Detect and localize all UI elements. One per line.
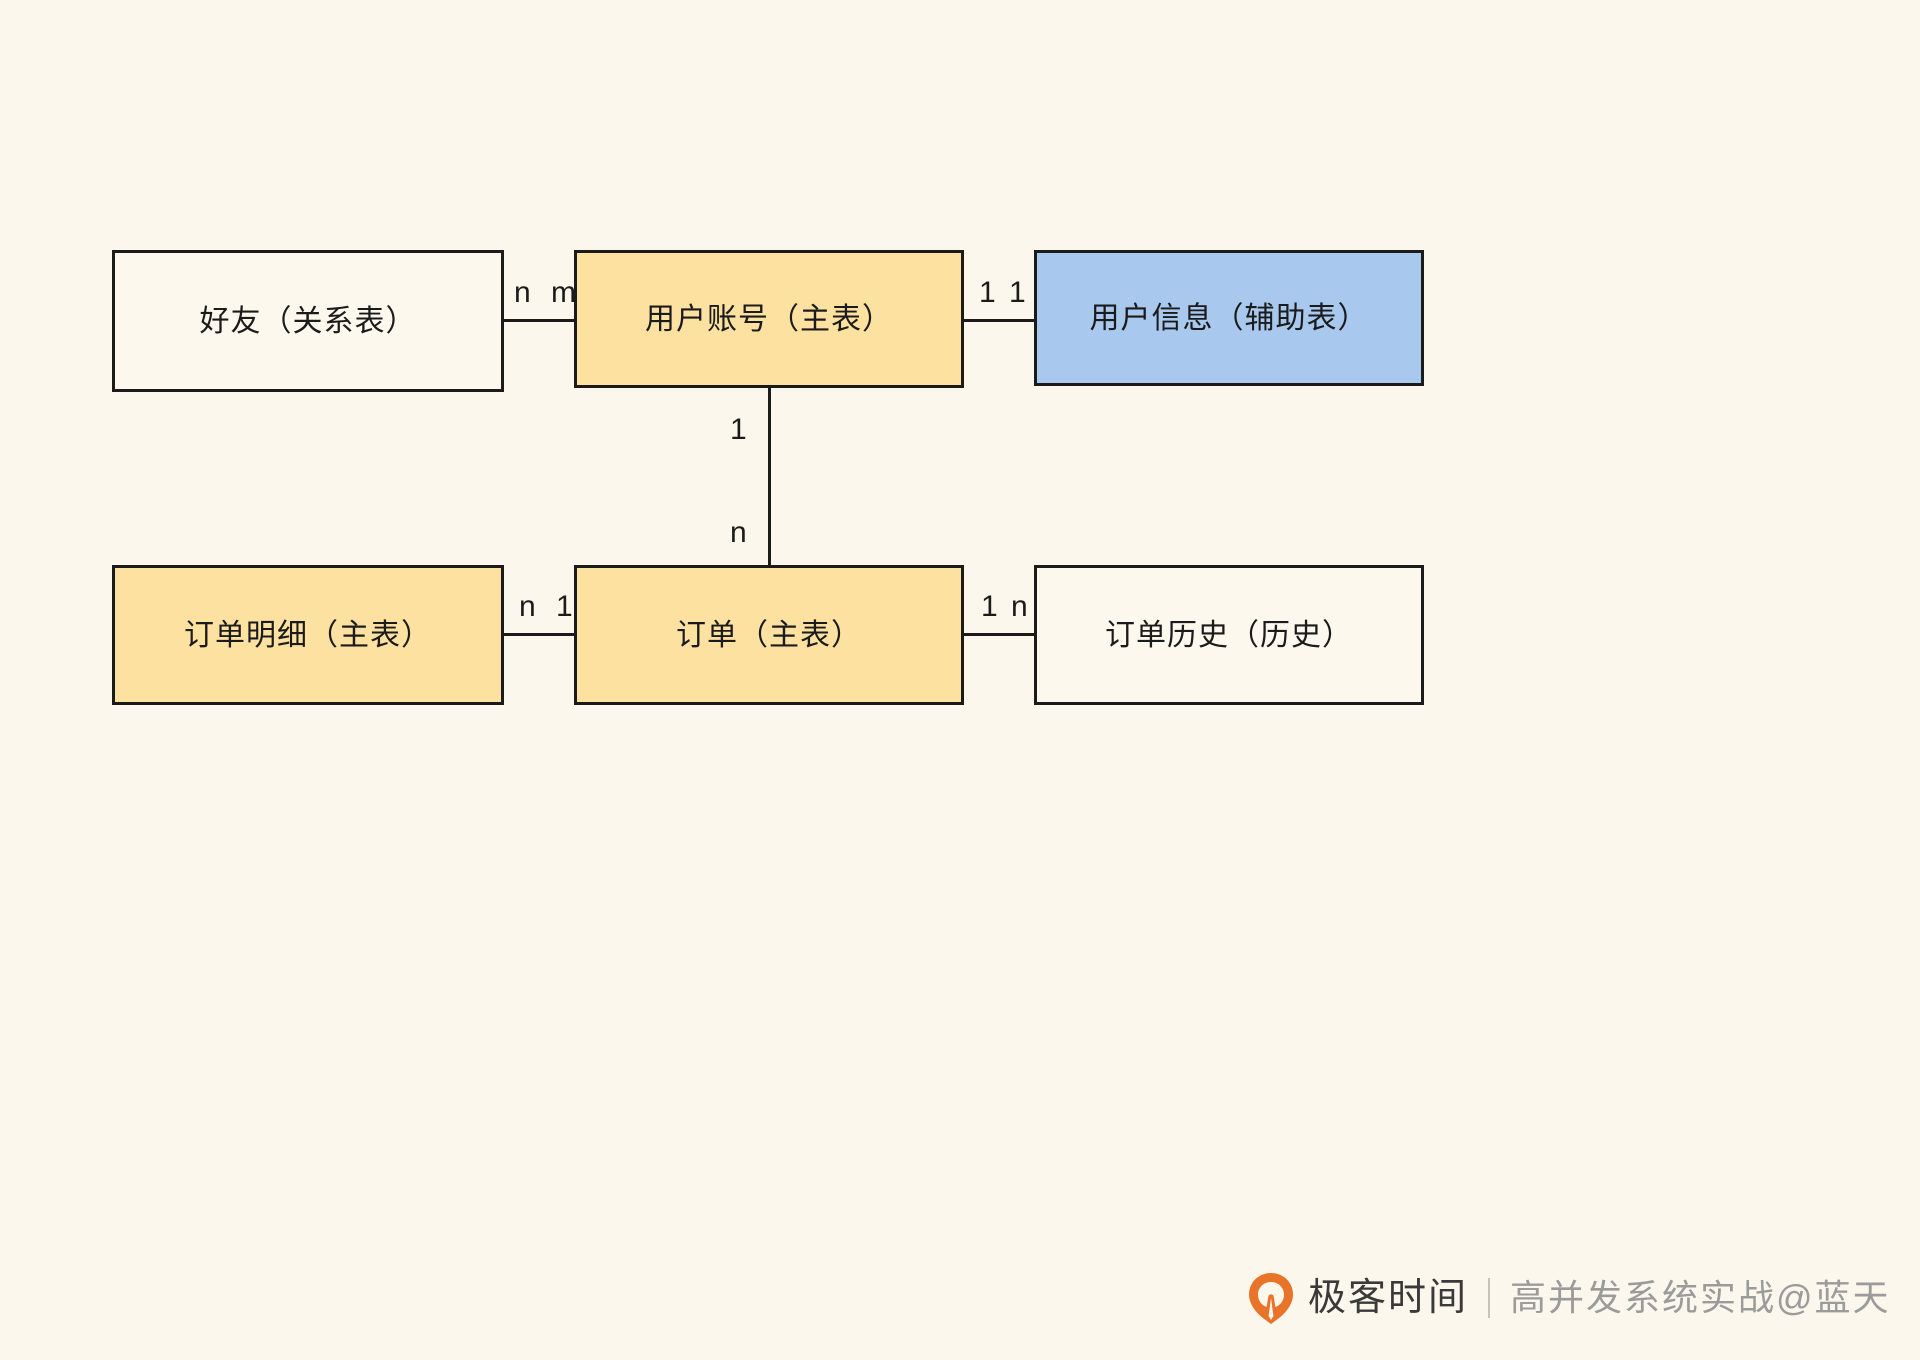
watermark: 极客时间 高并发系统实战@蓝天 [1248, 1272, 1891, 1324]
entity-friend[interactable]: 好友（关系表） [112, 250, 504, 392]
cardinality-user-account-m: m [551, 276, 576, 309]
cardinality-order-history-n: n [1011, 590, 1028, 623]
entity-user-account[interactable]: 用户账号（主表） [574, 250, 964, 388]
entity-user-info-label: 用户信息（辅助表） [1089, 301, 1369, 335]
cardinality-order-1: 1 [556, 590, 573, 623]
entity-order-detail-label: 订单明细（主表） [184, 618, 432, 652]
cardinality-user-account-1: 1 [979, 276, 996, 309]
cardinality-order-n: n [730, 516, 747, 549]
entity-user-info[interactable]: 用户信息（辅助表） [1034, 250, 1424, 386]
entity-order-label: 订单（主表） [676, 618, 862, 652]
connector-user-account-order [768, 388, 771, 565]
connector-user-account-user-info [964, 319, 1034, 322]
cardinality-friend-n: n [514, 276, 531, 309]
connector-order-detail-order [504, 633, 574, 636]
entity-order-detail[interactable]: 订单明细（主表） [112, 565, 504, 705]
cardinality-user-info-1: 1 [1009, 276, 1026, 309]
connector-friend-user-account [504, 319, 574, 322]
entity-order-history[interactable]: 订单历史（历史） [1034, 565, 1424, 705]
geekbang-logo-icon [1249, 1273, 1293, 1324]
connector-order-order-history [964, 633, 1034, 636]
cardinality-order-detail-n: n [519, 590, 536, 623]
entity-user-account-label: 用户账号（主表） [645, 302, 893, 336]
entity-order[interactable]: 订单（主表） [574, 565, 964, 705]
entity-friend-label: 好友（关系表） [199, 304, 417, 338]
watermark-divider [1488, 1278, 1491, 1318]
cardinality-order-one: 1 [981, 590, 998, 623]
cardinality-user-account-one: 1 [730, 413, 747, 446]
watermark-course: 高并发系统实战@蓝天 [1510, 1277, 1891, 1318]
watermark-brand: 极客时间 [1308, 1277, 1469, 1319]
entity-order-history-label: 订单历史（历史） [1105, 618, 1353, 652]
